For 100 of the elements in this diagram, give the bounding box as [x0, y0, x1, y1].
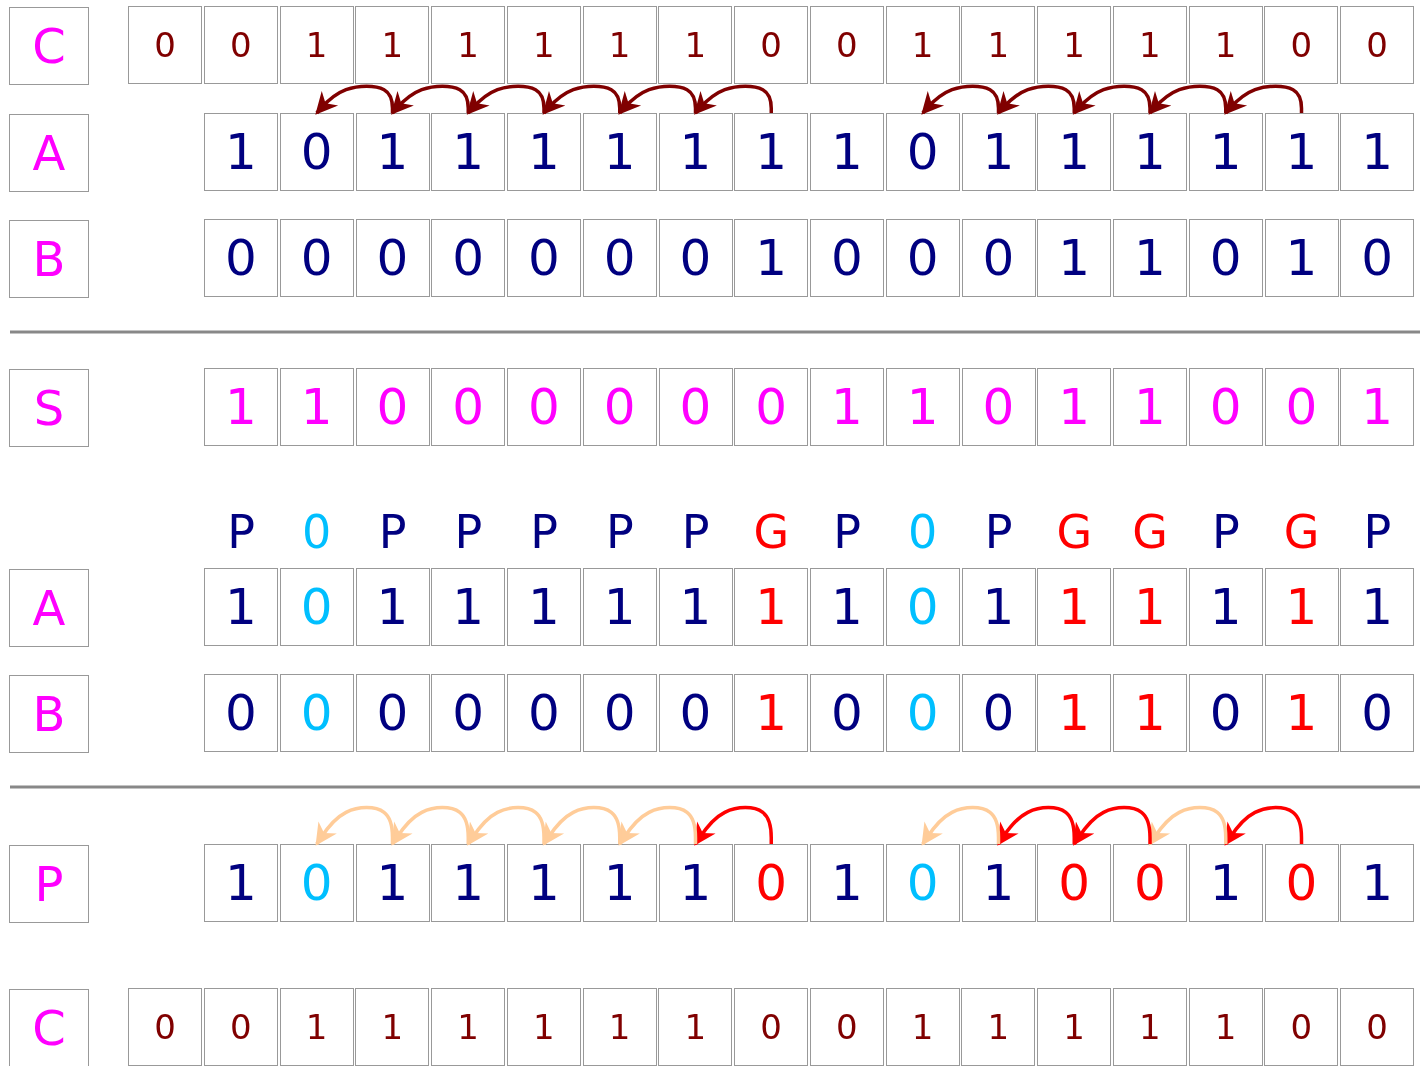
bit-cell: 1 — [204, 113, 278, 191]
carry-label: P — [453, 507, 484, 557]
row-label: A — [9, 569, 89, 647]
bit-cell: 1 — [582, 6, 657, 84]
carry-label: G — [752, 507, 791, 557]
carry-arrow — [1072, 805, 1152, 846]
bit-cell: 1 — [507, 844, 581, 922]
carry-arrow — [997, 805, 1076, 846]
bit-cell: 1 — [734, 568, 809, 646]
carry-label: G — [1055, 507, 1094, 557]
bit-cell: 0 — [128, 988, 202, 1066]
bit-cell: 1 — [1112, 988, 1187, 1066]
carry-arrow — [315, 805, 395, 846]
bit-cell: 1 — [1113, 568, 1187, 646]
carry-arrow — [391, 805, 470, 846]
bit-cell: 0 — [734, 988, 808, 1066]
bit-cell: 1 — [431, 568, 506, 646]
carry-arrow — [1148, 84, 1228, 115]
bit-cell: 1 — [1340, 113, 1415, 191]
bit-cell: 0 — [507, 219, 581, 297]
bit-cell: 1 — [658, 568, 733, 646]
carry-label: P — [377, 507, 408, 557]
carry-arrow — [997, 84, 1076, 115]
bit-cell: 0 — [734, 844, 809, 922]
row-label: C — [9, 989, 89, 1066]
bit-cell: 1 — [658, 113, 733, 191]
bit-cell: 1 — [582, 844, 657, 922]
bit-cell: 1 — [961, 6, 1036, 84]
bit-cell: 0 — [279, 844, 354, 922]
bit-cell: 1 — [204, 844, 278, 922]
bit-cell: 0 — [1340, 6, 1414, 84]
bit-cell: 0 — [1340, 674, 1415, 752]
carry-label: P — [226, 507, 256, 557]
bit-cell: 1 — [279, 6, 354, 84]
bit-cell: 1 — [658, 988, 733, 1066]
carry-arrow — [391, 84, 470, 115]
bit-cell: 1 — [279, 988, 354, 1066]
bit-cell: 1 — [734, 219, 809, 297]
bit-cell: 0 — [1188, 368, 1263, 446]
row-label: P — [9, 845, 89, 923]
bit-cell: 1 — [810, 844, 884, 922]
bit-cell: 0 — [431, 219, 506, 297]
bit-cell: 0 — [1188, 674, 1263, 752]
bit-cell: 0 — [658, 368, 733, 446]
carry-arrow — [542, 805, 622, 846]
bit-cell: 0 — [204, 219, 278, 297]
bit-cell: 1 — [1112, 6, 1187, 84]
bit-cell: 1 — [1037, 988, 1111, 1066]
carry-label: 0 — [301, 507, 333, 557]
bit-cell: 1 — [1188, 113, 1263, 191]
bit-cell: 1 — [582, 568, 657, 646]
row-label: S — [9, 369, 89, 447]
bit-cell: 0 — [1264, 844, 1339, 922]
row-label: B — [9, 220, 89, 298]
bit-cell: 0 — [885, 113, 960, 191]
bit-cell: 0 — [809, 6, 884, 84]
carry-arrow — [466, 805, 546, 846]
bit-cell: 1 — [1188, 844, 1263, 922]
bit-cell: 0 — [658, 219, 733, 297]
bit-cell: 1 — [355, 113, 430, 191]
bit-cell: 0 — [507, 368, 581, 446]
carry-label: G — [1282, 507, 1321, 557]
carry-arrow — [466, 84, 546, 115]
carry-label: P — [983, 507, 1014, 557]
bit-cell: 0 — [961, 219, 1036, 297]
bit-cell: 0 — [128, 6, 202, 84]
bit-cell: 1 — [961, 844, 1036, 922]
bit-cell: 1 — [1340, 368, 1415, 446]
bit-cell: 1 — [885, 6, 960, 84]
carry-label: P — [1362, 507, 1393, 557]
bit-cell: 1 — [506, 988, 581, 1066]
bit-cell: 1 — [204, 568, 278, 646]
bit-cell: 1 — [1188, 988, 1263, 1066]
bit-cell: 0 — [1264, 6, 1339, 84]
bit-cell: 1 — [810, 368, 884, 446]
bit-cell: 0 — [885, 844, 960, 922]
bit-cell: 1 — [431, 988, 505, 1066]
carry-label: 0 — [907, 507, 939, 557]
bit-cell: 1 — [1037, 368, 1112, 446]
bit-cell: 0 — [582, 368, 657, 446]
bit-cell: 0 — [1113, 844, 1187, 922]
bit-cell: 0 — [961, 674, 1036, 752]
bit-cell: 1 — [1113, 113, 1187, 191]
carry-label: P — [680, 507, 711, 557]
bit-cell: 0 — [203, 988, 278, 1066]
bit-cell: 0 — [204, 674, 278, 752]
bit-cell: 1 — [1037, 113, 1112, 191]
bit-cell: 1 — [507, 113, 581, 191]
bit-cell: 0 — [1264, 368, 1339, 446]
bit-cell: 1 — [1264, 674, 1339, 752]
bit-cell: 0 — [355, 674, 430, 752]
bit-cell: 1 — [810, 568, 884, 646]
bit-cell: 1 — [961, 113, 1036, 191]
carry-label: P — [604, 507, 635, 557]
carry-label: G — [1131, 507, 1169, 557]
bit-cell: 0 — [961, 368, 1036, 446]
bit-cell: 0 — [203, 6, 278, 84]
bit-cell: 0 — [734, 6, 808, 84]
row-label: A — [9, 114, 89, 192]
carry-arrow — [315, 84, 395, 115]
